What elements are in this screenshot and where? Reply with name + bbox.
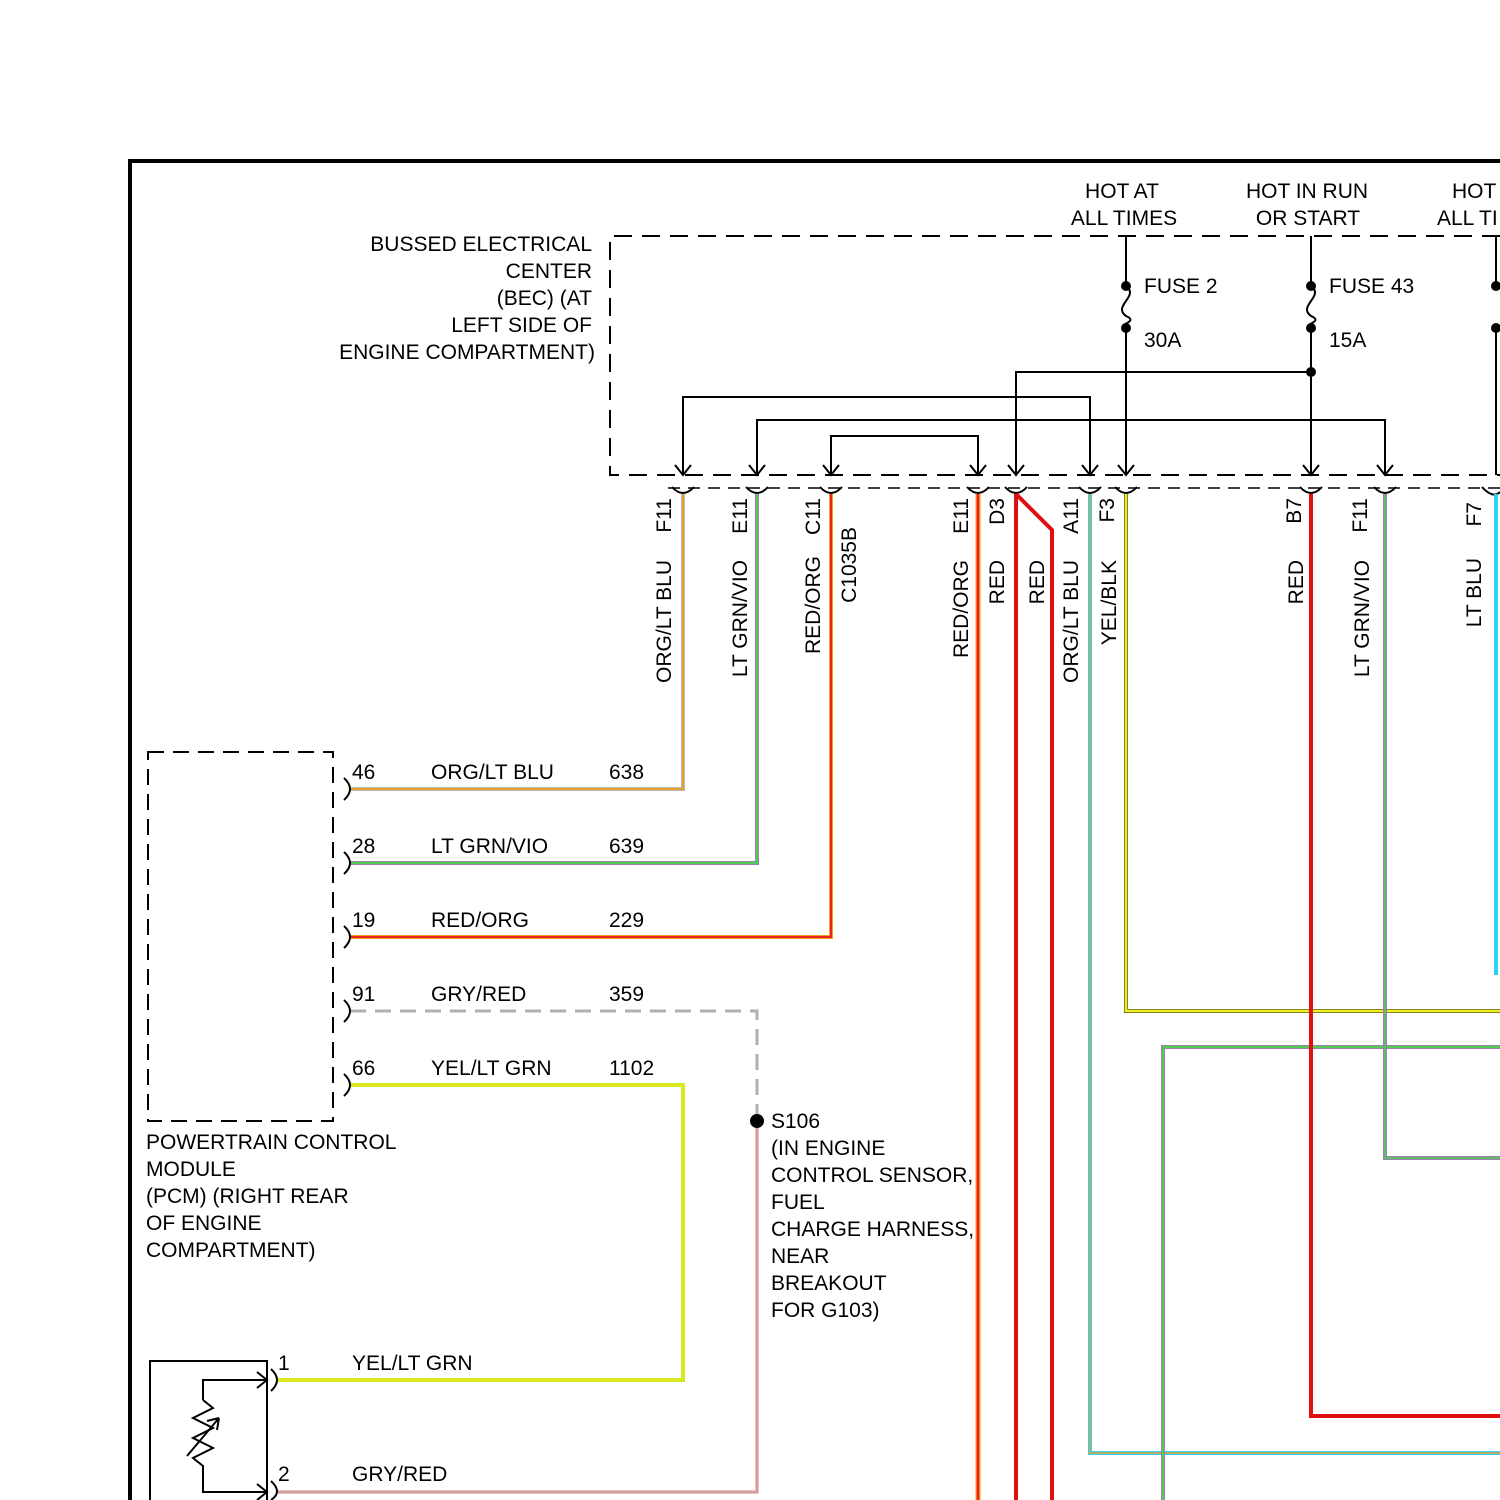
pcm-pin-46: 46 [352,761,375,784]
pcm-circuit-359: 359 [609,983,644,1006]
pcm-pin-19: 19 [352,909,375,932]
pcm-pin-cups [344,778,350,1096]
pcm-color-91: GRY/RED [431,983,526,1006]
bec-label-line: CENTER [506,260,592,283]
hot-at-all-times-label-1: HOT AT [1085,180,1159,203]
sensor-component: 1 YEL/LT GRN 2 GRY/RED [150,1352,473,1500]
fuse-2-name: FUSE 2 [1144,275,1218,298]
hot-run-start-label-2: OR START [1256,207,1360,230]
color-label-red-org-b: RED/ORG [950,560,973,658]
bec-terminal-arrows [675,465,1393,475]
bec-label-line: ENGINE COMPARTMENT) [339,341,595,364]
bec-internal-bus [683,367,1385,475]
hot-run-start-label-1: HOT IN RUN [1246,180,1368,203]
color-label-org-lt-blu: ORG/LT BLU [653,560,676,683]
pcm-color-19: RED/ORG [431,909,529,932]
splice-label: S106 (IN ENGINE CONTROL SENSOR, FUEL CHA… [771,1110,974,1322]
fuse-partial [1491,236,1500,475]
splice-label-line: NEAR [771,1245,829,1268]
color-label-lt-grn-vio: LT GRN/VIO [729,560,752,677]
splice-label-line: FOR G103) [771,1299,880,1322]
sensor-pin-2: 2 [278,1463,290,1486]
color-label-red-branch: RED [1026,560,1049,604]
sensor-color-1: YEL/LT GRN [352,1352,473,1375]
pcm-circuits: 46 ORG/LT BLU 638 28 LT GRN/VIO 639 19 R… [352,761,654,1080]
splice-s106 [750,1114,764,1128]
bec-box [610,236,1500,475]
splice-label-line: FUEL [771,1191,825,1214]
wire-yel-lt-grn-1102 [277,1085,683,1380]
fuse-2: FUSE 2 30A [1121,236,1218,475]
bec-pin-labels: F11 ORG/LT BLU E11 LT GRN/VIO C11 RED/OR… [653,498,1486,683]
pin-label-a11: A11 [1060,498,1083,534]
pcm-label-line: COMPARTMENT) [146,1239,316,1262]
color-label-yel-blk: YEL/BLK [1098,560,1121,645]
pin-label-f3: F3 [1096,498,1119,523]
pcm-circuit-638: 638 [609,761,644,784]
pin-label-c11: C11 [802,498,825,535]
wire-red-branch [1016,494,1052,1500]
pin-label-e11-b: E11 [950,498,973,534]
color-label-org-lt-blu-a11: ORG/LT BLU [1060,560,1083,683]
pcm-pin-91: 91 [352,983,375,1006]
pcm-color-66: YEL/LT GRN [431,1057,552,1080]
wire-org-lt-blu-638 [350,494,683,789]
pin-label-e11: E11 [729,498,752,534]
fuse-43-name: FUSE 43 [1329,275,1414,298]
pcm-label-line: (PCM) (RIGHT REAR [146,1185,349,1208]
pin-label-d3: D3 [986,498,1009,525]
splice-label-line: CONTROL SENSOR, [771,1164,973,1187]
pin-label-f7: F7 [1463,502,1486,527]
pcm-label: POWERTRAIN CONTROL MODULE (PCM) (RIGHT R… [146,1131,396,1262]
pcm-pin-28: 28 [352,835,375,858]
sensor-pin-1: 1 [278,1352,290,1375]
wire-gry-red-359 [350,1011,757,1121]
wire-red-b7 [1311,494,1500,1416]
pin-label-f11: F11 [653,498,676,533]
color-label-red-b7: RED [1285,560,1308,604]
wire-org-lt-blu-a11 [1090,494,1500,1453]
splice-label-line: CHARGE HARNESS, [771,1218,974,1241]
bec-label-line: LEFT SIDE OF [451,314,592,337]
fuse-2-rating: 30A [1144,329,1181,352]
color-label-red-d3: RED [986,560,1009,604]
splice-label-line: (IN ENGINE [771,1137,885,1160]
pcm-box [148,752,333,1121]
pcm-circuit-229: 229 [609,909,644,932]
splice-label-line: BREAKOUT [771,1272,887,1295]
color-label-red-org: RED/ORG [802,556,825,654]
pcm-circuit-1102: 1102 [609,1057,654,1080]
bec-label-line: BUSSED ELECTRICAL [370,233,592,256]
color-label-lt-blu: LT BLU [1463,558,1486,627]
pin-label-b7: B7 [1283,498,1306,524]
pin-label-f11-b: F11 [1349,498,1372,533]
splice-label-line: S106 [771,1110,820,1133]
pcm-label-line: MODULE [146,1158,236,1181]
hot-partial-label-1: HOT [1452,180,1497,203]
power-labels: HOT AT ALL TIMES HOT IN RUN OR START HOT… [1071,180,1498,230]
wire-lt-grn-vio-639 [350,494,757,863]
sensor-color-2: GRY/RED [352,1463,447,1486]
hot-partial-label-2: ALL TI [1437,207,1498,230]
pcm-pin-66: 66 [352,1057,375,1080]
pcm-circuit-639: 639 [609,835,644,858]
hot-at-all-times-label-2: ALL TIMES [1071,207,1177,230]
pcm-color-28: LT GRN/VIO [431,835,548,858]
bec-label-line: (BEC) (AT [497,287,592,310]
color-label-lt-grn-vio-b: LT GRN/VIO [1351,560,1374,677]
pcm-label-line: OF ENGINE [146,1212,262,1235]
fuse-43: FUSE 43 15A [1306,236,1414,475]
bec-connector-id: C1035B [838,527,861,603]
wire-lt-grn-loop [1163,1047,1500,1500]
pcm-color-46: ORG/LT BLU [431,761,554,784]
fuse-43-rating: 15A [1329,329,1366,352]
pcm-label-line: POWERTRAIN CONTROL [146,1131,396,1154]
bec-label: BUSSED ELECTRICAL CENTER (BEC) (AT LEFT … [339,233,595,364]
